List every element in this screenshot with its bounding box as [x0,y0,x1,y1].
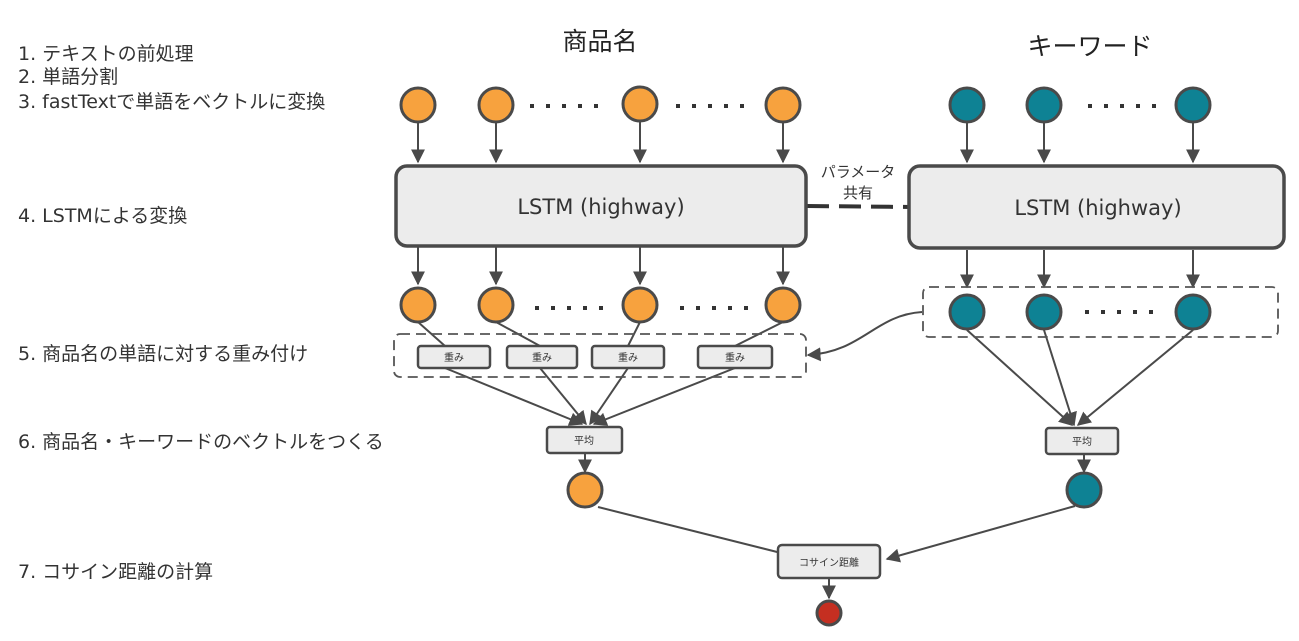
parameter-share-label-bg [812,160,908,202]
weight-boxes: 重み 重み 重み 重み [416,344,774,370]
keyword-output-node [948,293,986,331]
weight-box-label: 重み [618,351,638,364]
parameter-share-connection [806,204,911,209]
product-output-node [621,286,659,324]
keyword-input-nodes [948,86,1212,124]
parameter-share-label-line1: パラメータ [821,163,896,181]
product-vector-node [566,471,604,509]
step-1-label: 1. テキストの前処理 [18,43,194,65]
keyword-output-node [1025,293,1063,331]
weight-box: 重み [696,344,774,370]
step-2-label: 2. 単語分割 [18,66,118,88]
average-label-keyword: 平均 [1072,436,1092,448]
step-6-label: 6. 商品名・キーワードのベクトルをつくる [18,431,384,453]
keyword-input-node [1025,86,1063,124]
weight-box-label: 重み [725,351,745,364]
cosine-distance-box: コサイン距離 [776,543,882,580]
average-box-product: 平均 [545,425,624,455]
average-box-keyword: 平均 [1044,426,1120,456]
keyword-output-node [1174,293,1212,331]
product-output-node [764,286,802,324]
lstm-box-keyword: LSTM (highway) [907,164,1286,250]
product-input-nodes [399,85,802,124]
weight-box: 重み [416,344,492,370]
keyword-to-average-arrows [966,329,1194,427]
product-output-node [399,286,437,324]
product-output-node [477,286,515,324]
keyword-vector-node [1065,471,1103,509]
left-vector-to-cosine-arrow [597,506,807,563]
keyword-output-nodes [948,293,1212,331]
lstm-box-product: LSTM (highway) [394,164,808,248]
weight-box: 重み [590,344,666,370]
weight-box: 重み [505,344,579,370]
lstm-to-output-arrows [411,247,1200,289]
step-5-label: 5. 商品名の単語に対する重み付け [18,343,308,365]
keyword-input-node [1174,86,1212,124]
output-node [815,599,843,627]
product-input-node [621,85,659,123]
step-labels: 1. テキストの前処理 2. 単語分割 3. fastTextで単語をベクトルに… [18,43,384,583]
lstm-label-keyword: LSTM (highway) [1014,196,1181,220]
parameter-share-label-line2: 共有 [843,184,873,202]
keyword-title: キーワード [1027,32,1152,61]
product-input-node [399,86,437,124]
cosine-distance-label: コサイン距離 [799,556,859,569]
step-3-label: 3. fastTextで単語をベクトルに変換 [18,91,325,113]
weighting-group [393,333,807,378]
average-label-product: 平均 [574,435,594,447]
keyword-output-group [922,286,1279,338]
weight-box-label: 重み [532,351,552,364]
weight-box-label: 重み [444,351,464,364]
right-vector-to-cosine-arrow [885,505,1076,563]
step-7-label: 7. コサイン距離の計算 [18,561,213,583]
product-input-node [477,86,515,124]
input-to-lstm-arrows [411,122,1200,164]
step-4-label: 4. LSTMによる変換 [18,205,187,227]
keyword-input-node [948,86,986,124]
keyword-weighting-arrow [806,311,923,362]
lstm-label-product: LSTM (highway) [517,195,684,219]
product-title: 商品名 [562,27,637,56]
product-input-node [764,86,802,124]
ellipsis-dots [530,104,1160,314]
product-output-nodes [399,286,802,324]
